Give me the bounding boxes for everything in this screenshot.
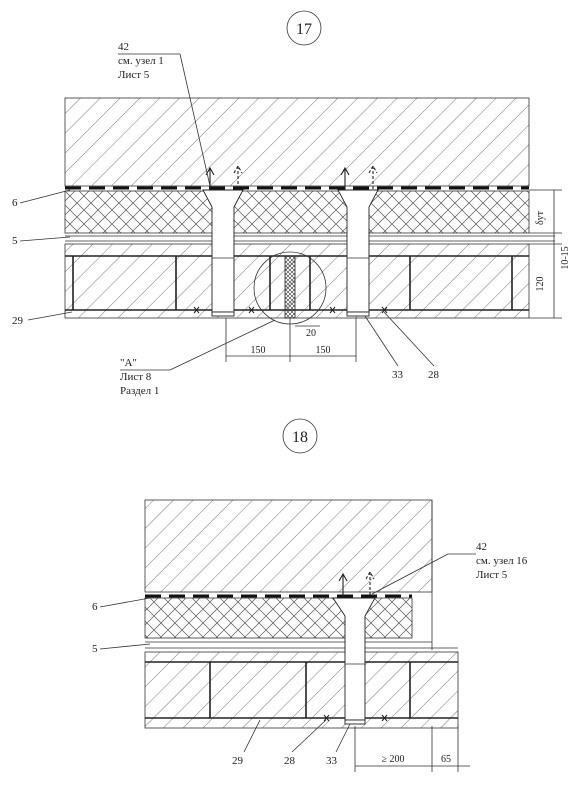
detail-17-right-dimensions: [529, 189, 562, 319]
detail-18-number-circle: [282, 418, 318, 454]
detail-17-dim-10-15: 10-15: [560, 246, 571, 269]
detail-17-callout-line-2: см. узел 1: [118, 55, 164, 67]
detail-17-callout-line-3: Лист 5: [118, 69, 150, 81]
detail-17-number: 17: [296, 21, 312, 38]
detail-18-label-29: 29: [232, 755, 244, 767]
detail-17-drain-right: [337, 189, 379, 317]
detail-17-label-33: 33: [392, 369, 404, 381]
detail-18-number: 18: [292, 429, 308, 446]
detail-18-callout-line-2: см. узел 16: [476, 555, 528, 567]
detail-18-weld-marks: [323, 714, 388, 722]
detail-18-dimension-lines: [354, 726, 470, 772]
detail-18-callout-line-1: 42: [476, 541, 487, 553]
detail-17-callout-a-line-3: Раздел 1: [120, 385, 159, 397]
detail-17-dim-150-left: 150: [251, 345, 266, 356]
detail-18-concrete-slab: [144, 499, 433, 593]
detail-17-weld-marks: [193, 306, 388, 314]
detail-17-number-circle: [286, 10, 322, 46]
detail-17-callout-a-line-1: "A": [120, 357, 137, 369]
detail-18-screed-slab: [144, 651, 459, 729]
detail-18-callout-42: 42 см. узел 16 Лист 5: [371, 541, 528, 595]
detail-17-callout-42: 42 см. узел 1 Лист 5: [118, 41, 211, 187]
detail-18-label-5: 5: [92, 643, 98, 655]
detail-17: 17: [12, 10, 571, 397]
detail-17-dim-150-right: 150: [316, 345, 331, 356]
detail-17-insulation-layer: [64, 190, 530, 234]
detail-17-dim-120: 120: [535, 277, 546, 292]
detail-17-concrete-slab: [64, 97, 530, 187]
detail-17-screed-slab: [64, 243, 530, 319]
detail-18-label-28: 28: [284, 755, 296, 767]
detail-17-label-6: 6: [12, 197, 18, 209]
detail-17-callout-a-line-2: Лист 8: [120, 371, 152, 383]
detail-17-expansion-joint: [284, 255, 296, 319]
detail-17-dim-20: 20: [306, 328, 316, 339]
detail-17-dim-thickness: δут: [535, 210, 546, 225]
detail-17-label-29: 29: [12, 315, 24, 327]
detail-18: 18 42 см. узел 16: [92, 418, 528, 772]
detail-17-label-5: 5: [12, 235, 18, 247]
detail-18-dim-200: ≥ 200: [382, 754, 405, 765]
detail-18-dim-65: 65: [441, 754, 451, 765]
detail-17-callout-line-1: 42: [118, 41, 129, 53]
detail-17-drain-left: [202, 189, 244, 317]
detail-18-anchor-bolts: [338, 570, 375, 598]
detail-18-label-33: 33: [326, 755, 338, 767]
detail-17-anchor-bolts: [205, 164, 378, 190]
detail-17-dimension-lines: [225, 318, 357, 362]
detail-18-label-6: 6: [92, 601, 98, 613]
detail-18-callout-line-3: Лист 5: [476, 569, 508, 581]
detail-17-label-28: 28: [428, 369, 440, 381]
detail-18-drain: [332, 597, 376, 725]
